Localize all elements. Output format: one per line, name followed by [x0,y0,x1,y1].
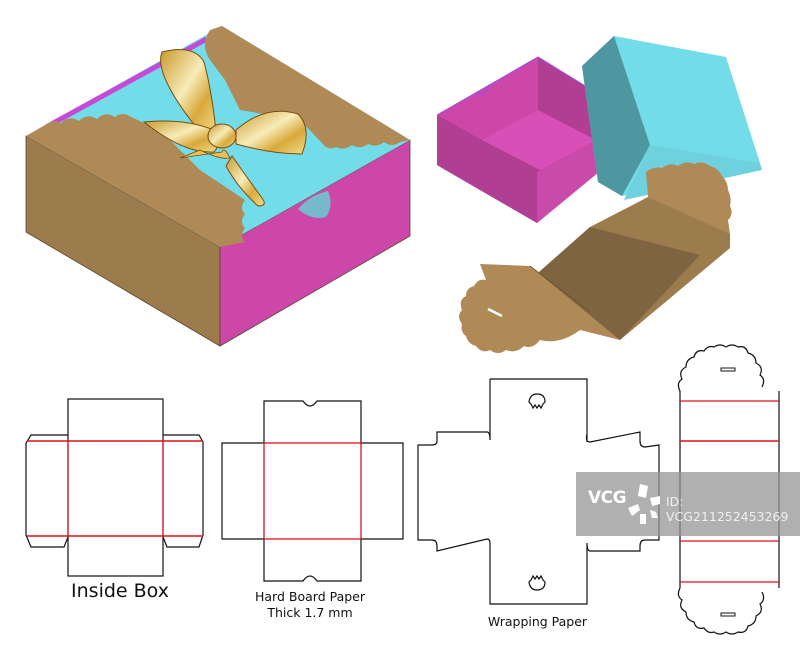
thumb-notch-bottom-icon [528,574,546,591]
watermark-banner: VCG ID: VCG211252453269 [576,472,800,536]
wrapping-paper-label: Wrapping Paper [487,614,588,629]
hard-board-dieline [221,400,404,582]
thumb-notch-top-icon [528,393,546,410]
cyan-lid [582,36,762,200]
inside-box-dieline [25,398,204,577]
vcg-burst-icon [628,484,660,524]
gold-ribbon-bow-icon [142,49,307,207]
hard-board-label-line2: Thick 1.7 mm [267,605,353,620]
inside-box-label: Inside Box [71,580,169,602]
hard-board-label-line1: Hard Board Paper [255,589,365,604]
closed-gift-box [25,26,411,347]
box-top-wrap-left [26,114,245,247]
unfolded-kraft-wrap [459,162,751,353]
watermark-id: ID: VCG211252453269 [666,494,789,524]
wrapping-paper-dieline [417,378,660,605]
vcg-logo-icon: VCG [588,488,627,508]
hard-board-label: Hard Board Paper Thick 1.7 mm [235,589,385,621]
wrap-band-dieline [677,344,780,635]
open-inside-tray [436,56,601,223]
box-top-wrap-right [205,26,410,149]
